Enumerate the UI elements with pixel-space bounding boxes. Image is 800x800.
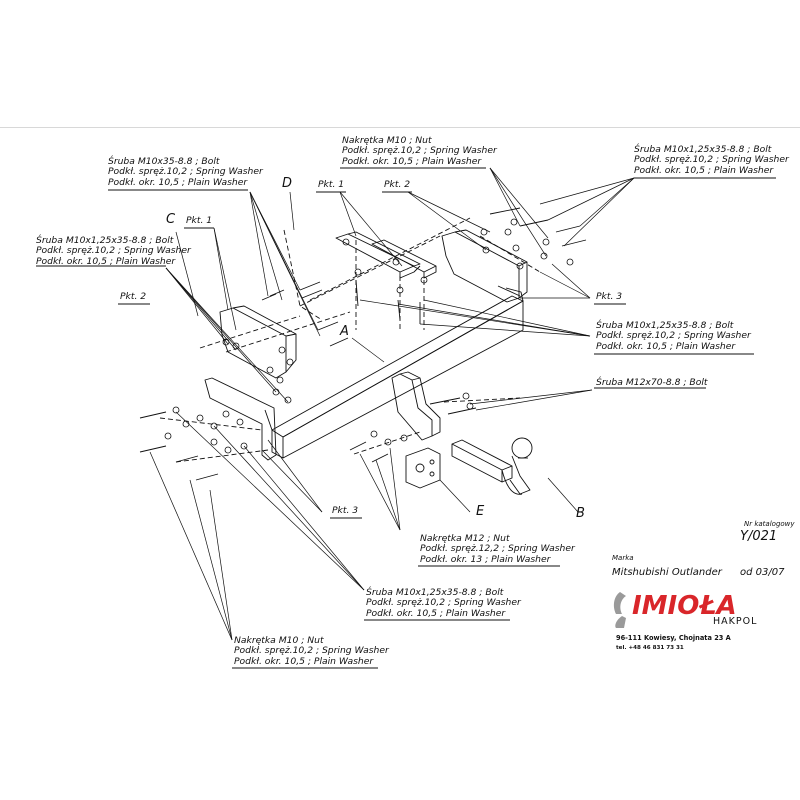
callout-line: Podkł. okr. 10,5 ; Plain Washer bbox=[366, 607, 506, 619]
callout-line: Śruba M10x1,25x35-8.8 ; Bolt bbox=[634, 144, 772, 155]
part-letter-d: D bbox=[282, 176, 293, 191]
part-letter-a: A bbox=[340, 324, 349, 339]
callout-bolt-topleft: Śruba M10x35-8.8 ; Bolt Podkł. spręż.10,… bbox=[108, 156, 263, 188]
callout-line: Podkł. spręż.10,2 ; Spring Washer bbox=[634, 154, 789, 166]
point-label-pkt3-bottom: Pkt. 3 bbox=[332, 505, 359, 516]
fasteners bbox=[139, 207, 587, 481]
top-plate-right bbox=[371, 239, 437, 279]
callout-line: Nakrętka M12 ; Nut bbox=[420, 533, 510, 544]
callout-line: Podkł. okr. 10,5 ; Plain Washer bbox=[596, 340, 736, 352]
callout-line: Podkł. okr. 10,5 ; Plain Washer bbox=[234, 655, 374, 667]
callout-bolt-m12: Śruba M12x70-8.8 ; Bolt bbox=[596, 377, 708, 388]
point-label-pkt2-left: Pkt. 2 bbox=[120, 291, 147, 302]
cross-beam bbox=[264, 287, 524, 459]
socket-plate bbox=[405, 447, 441, 489]
callout-line: Śruba M12x70-8.8 ; Bolt bbox=[596, 377, 708, 388]
leader-lines bbox=[149, 167, 635, 641]
top-plate-left bbox=[335, 231, 421, 279]
callout-line: Podkł. spręż.10,2 ; Spring Washer bbox=[108, 166, 263, 178]
callout-bolt-right: Śruba M10x1,25x35-8.8 ; Bolt Podkł. sprę… bbox=[596, 320, 751, 352]
part-letter-e: E bbox=[476, 504, 485, 519]
hakpol-logo: IMIOŁA bbox=[613, 591, 737, 628]
center-bracket bbox=[391, 371, 441, 441]
callout-line: Śruba M10x1,25x35-8.8 ; Bolt bbox=[366, 587, 504, 598]
tow-ball bbox=[451, 437, 533, 495]
callout-line: Nakrętka M10 ; Nut bbox=[342, 135, 432, 146]
point-label-pkt3-right: Pkt. 3 bbox=[596, 291, 623, 302]
sheet-border-line bbox=[0, 127, 800, 128]
callout-bolt-left: Śruba M10x1,25x35-8.8 ; Bolt Podkł. sprę… bbox=[36, 235, 191, 267]
callout-line: Podkł. okr. 10,5 ; Plain Washer bbox=[342, 155, 482, 167]
callout-line: Podkł. okr. 13 ; Plain Washer bbox=[420, 553, 551, 565]
vehicle-model: Mitshubishi Outlander bbox=[612, 567, 722, 578]
callout-line: Nakrętka M10 ; Nut bbox=[234, 635, 324, 646]
callout-line: Podkł. okr. 10,5 ; Plain Washer bbox=[634, 164, 774, 176]
callout-line: Podkł. spręż.10,2 ; Spring Washer bbox=[366, 597, 521, 609]
callout-underlines bbox=[36, 167, 776, 669]
point-label-pkt1-top: Pkt. 1 bbox=[318, 179, 345, 190]
callout-bolt-bottom: Śruba M10x1,25x35-8.8 ; Bolt Podkł. sprę… bbox=[366, 587, 521, 619]
callout-line: Podkł. spręż.10,2 ; Spring Washer bbox=[36, 245, 191, 257]
callout-nut-bottom: Nakrętka M10 ; Nut Podkł. spręż.10,2 ; S… bbox=[234, 635, 389, 667]
catalog-number: Y/021 bbox=[740, 529, 778, 544]
callout-line: Podkł. spręż.12,2 ; Spring Washer bbox=[420, 543, 575, 555]
point-label-pkt1-left: Pkt. 1 bbox=[186, 215, 213, 226]
callout-line: Podkł. okr. 10,5 ; Plain Washer bbox=[108, 176, 248, 188]
part-letter-b: B bbox=[576, 506, 585, 521]
callout-bolt-topright: Śruba M10x1,25x35-8.8 ; Bolt Podkł. sprę… bbox=[634, 144, 789, 176]
callout-line: Podkł. okr. 10,5 ; Plain Washer bbox=[36, 255, 176, 267]
alignment-dashes bbox=[159, 217, 541, 463]
right-bracket bbox=[441, 229, 528, 303]
part-letter-c: C bbox=[166, 212, 176, 227]
svg-text:IMIOŁA: IMIOŁA bbox=[632, 591, 737, 621]
callout-line: Podkł. spręż.10,2 ; Spring Washer bbox=[234, 645, 389, 657]
catalog-number-label: Nr katalogowy bbox=[744, 520, 795, 528]
callout-nut-top: Nakrętka M10 ; Nut Podkł. spręż.10,2 ; S… bbox=[342, 135, 497, 167]
logo-subtitle: HAKPOL bbox=[713, 616, 758, 627]
model-year: od 03/07 bbox=[740, 567, 785, 578]
callout-line: Śruba M10x1,25x35-8.8 ; Bolt bbox=[596, 320, 734, 331]
washers bbox=[164, 218, 574, 454]
company-address: 96-111 Kowiesy, Chojnata 23 A bbox=[616, 634, 731, 642]
brand-label: Marka bbox=[612, 554, 634, 562]
callout-line: Śruba M10x1,25x35-8.8 ; Bolt bbox=[36, 235, 174, 246]
callout-line: Podkł. spręż.10,2 ; Spring Washer bbox=[596, 330, 751, 342]
callout-line: Śruba M10x35-8.8 ; Bolt bbox=[108, 156, 220, 167]
point-label-pkt2-top: Pkt. 2 bbox=[384, 179, 411, 190]
company-phone: tel. +48 46 831 73 31 bbox=[616, 645, 684, 651]
callout-line: Podkł. spręż.10,2 ; Spring Washer bbox=[342, 145, 497, 157]
callout-nut-m12: Nakrętka M12 ; Nut Podkł. spręż.12,2 ; S… bbox=[420, 533, 575, 565]
